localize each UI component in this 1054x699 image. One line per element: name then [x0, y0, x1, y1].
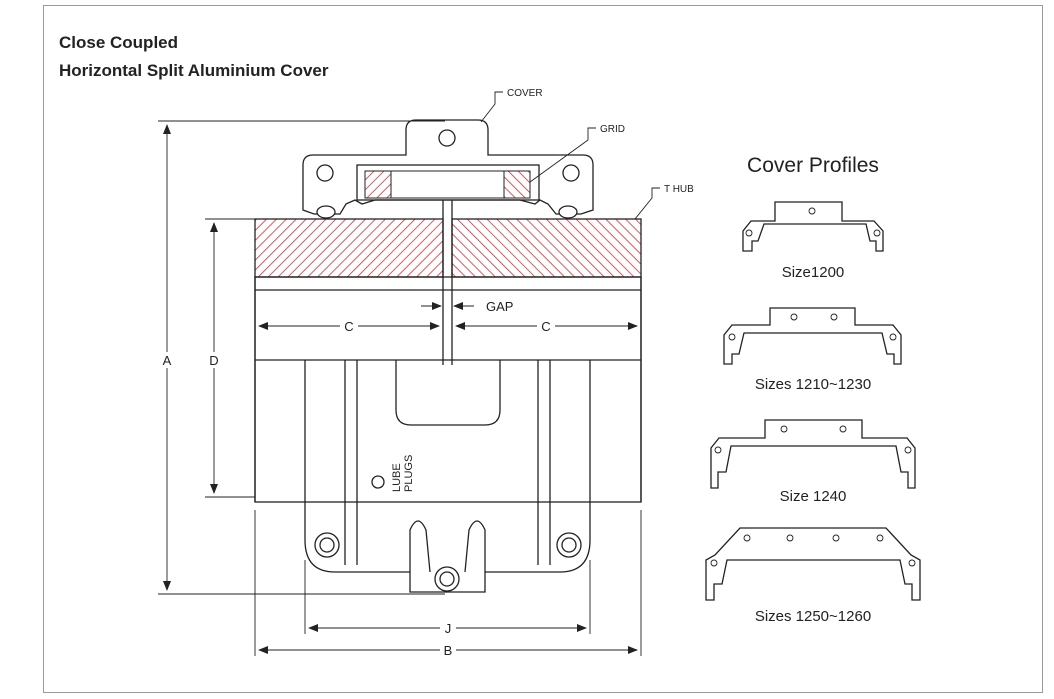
lube-plugs-callout: LUBE PLUGS	[391, 455, 415, 492]
dimension-c: C C	[258, 319, 638, 334]
t-hub-callout-label: T HUB	[664, 184, 694, 195]
dimension-b: B	[254, 510, 642, 658]
profile-1250-1260-label: Sizes 1250~1260	[755, 608, 871, 625]
gap-label: GAP	[486, 299, 513, 314]
grid-callout: GRID	[529, 124, 625, 183]
dim-a-label: A	[163, 353, 172, 368]
profile-size-1200: Size1200	[742, 201, 884, 281]
cover-profiles-heading: Cover Profiles	[747, 154, 879, 177]
cover-upper	[302, 119, 594, 219]
profile-size-1250-1260: Sizes 1250~1260	[705, 527, 921, 625]
lube-label: LUBE	[391, 463, 403, 492]
profile-1210-1230-label: Sizes 1210~1230	[755, 376, 871, 393]
lube-plug-hole	[371, 475, 385, 489]
bolt-left	[314, 532, 340, 558]
profile-size-1210-1230: Sizes 1210~1230	[723, 307, 902, 393]
cover-callout: COVER	[480, 88, 543, 123]
profile-size-1240: Size 1240	[710, 419, 916, 505]
right-hub-section	[451, 218, 642, 278]
diagram-frame	[43, 5, 1043, 693]
grid-callout-label: GRID	[600, 124, 625, 135]
profile-1240-label: Size 1240	[780, 488, 847, 505]
dimension-d: D	[205, 218, 255, 498]
t-hub-callout: T HUB	[634, 184, 694, 220]
dim-d-label: D	[209, 353, 218, 368]
dimension-a: A	[158, 120, 445, 595]
dimension-j: J	[304, 560, 591, 636]
title-line-2: Horizontal Split Aluminium Cover	[59, 61, 329, 80]
title-line-1: Close Coupled	[59, 33, 179, 52]
cover-lower	[304, 360, 591, 593]
dim-c-right-label: C	[541, 319, 550, 334]
dim-b-label: B	[444, 643, 453, 658]
dim-j-label: J	[445, 621, 452, 636]
cover-callout-label: COVER	[507, 88, 543, 99]
bolt-right	[556, 532, 582, 558]
plugs-label: PLUGS	[403, 455, 415, 492]
profile-1200-label: Size1200	[782, 264, 845, 281]
hub-body	[254, 200, 642, 503]
bolt-center	[434, 566, 460, 592]
left-hub-section	[254, 218, 444, 278]
gap-callout: GAP	[421, 299, 513, 314]
dim-c-left-label: C	[344, 319, 353, 334]
